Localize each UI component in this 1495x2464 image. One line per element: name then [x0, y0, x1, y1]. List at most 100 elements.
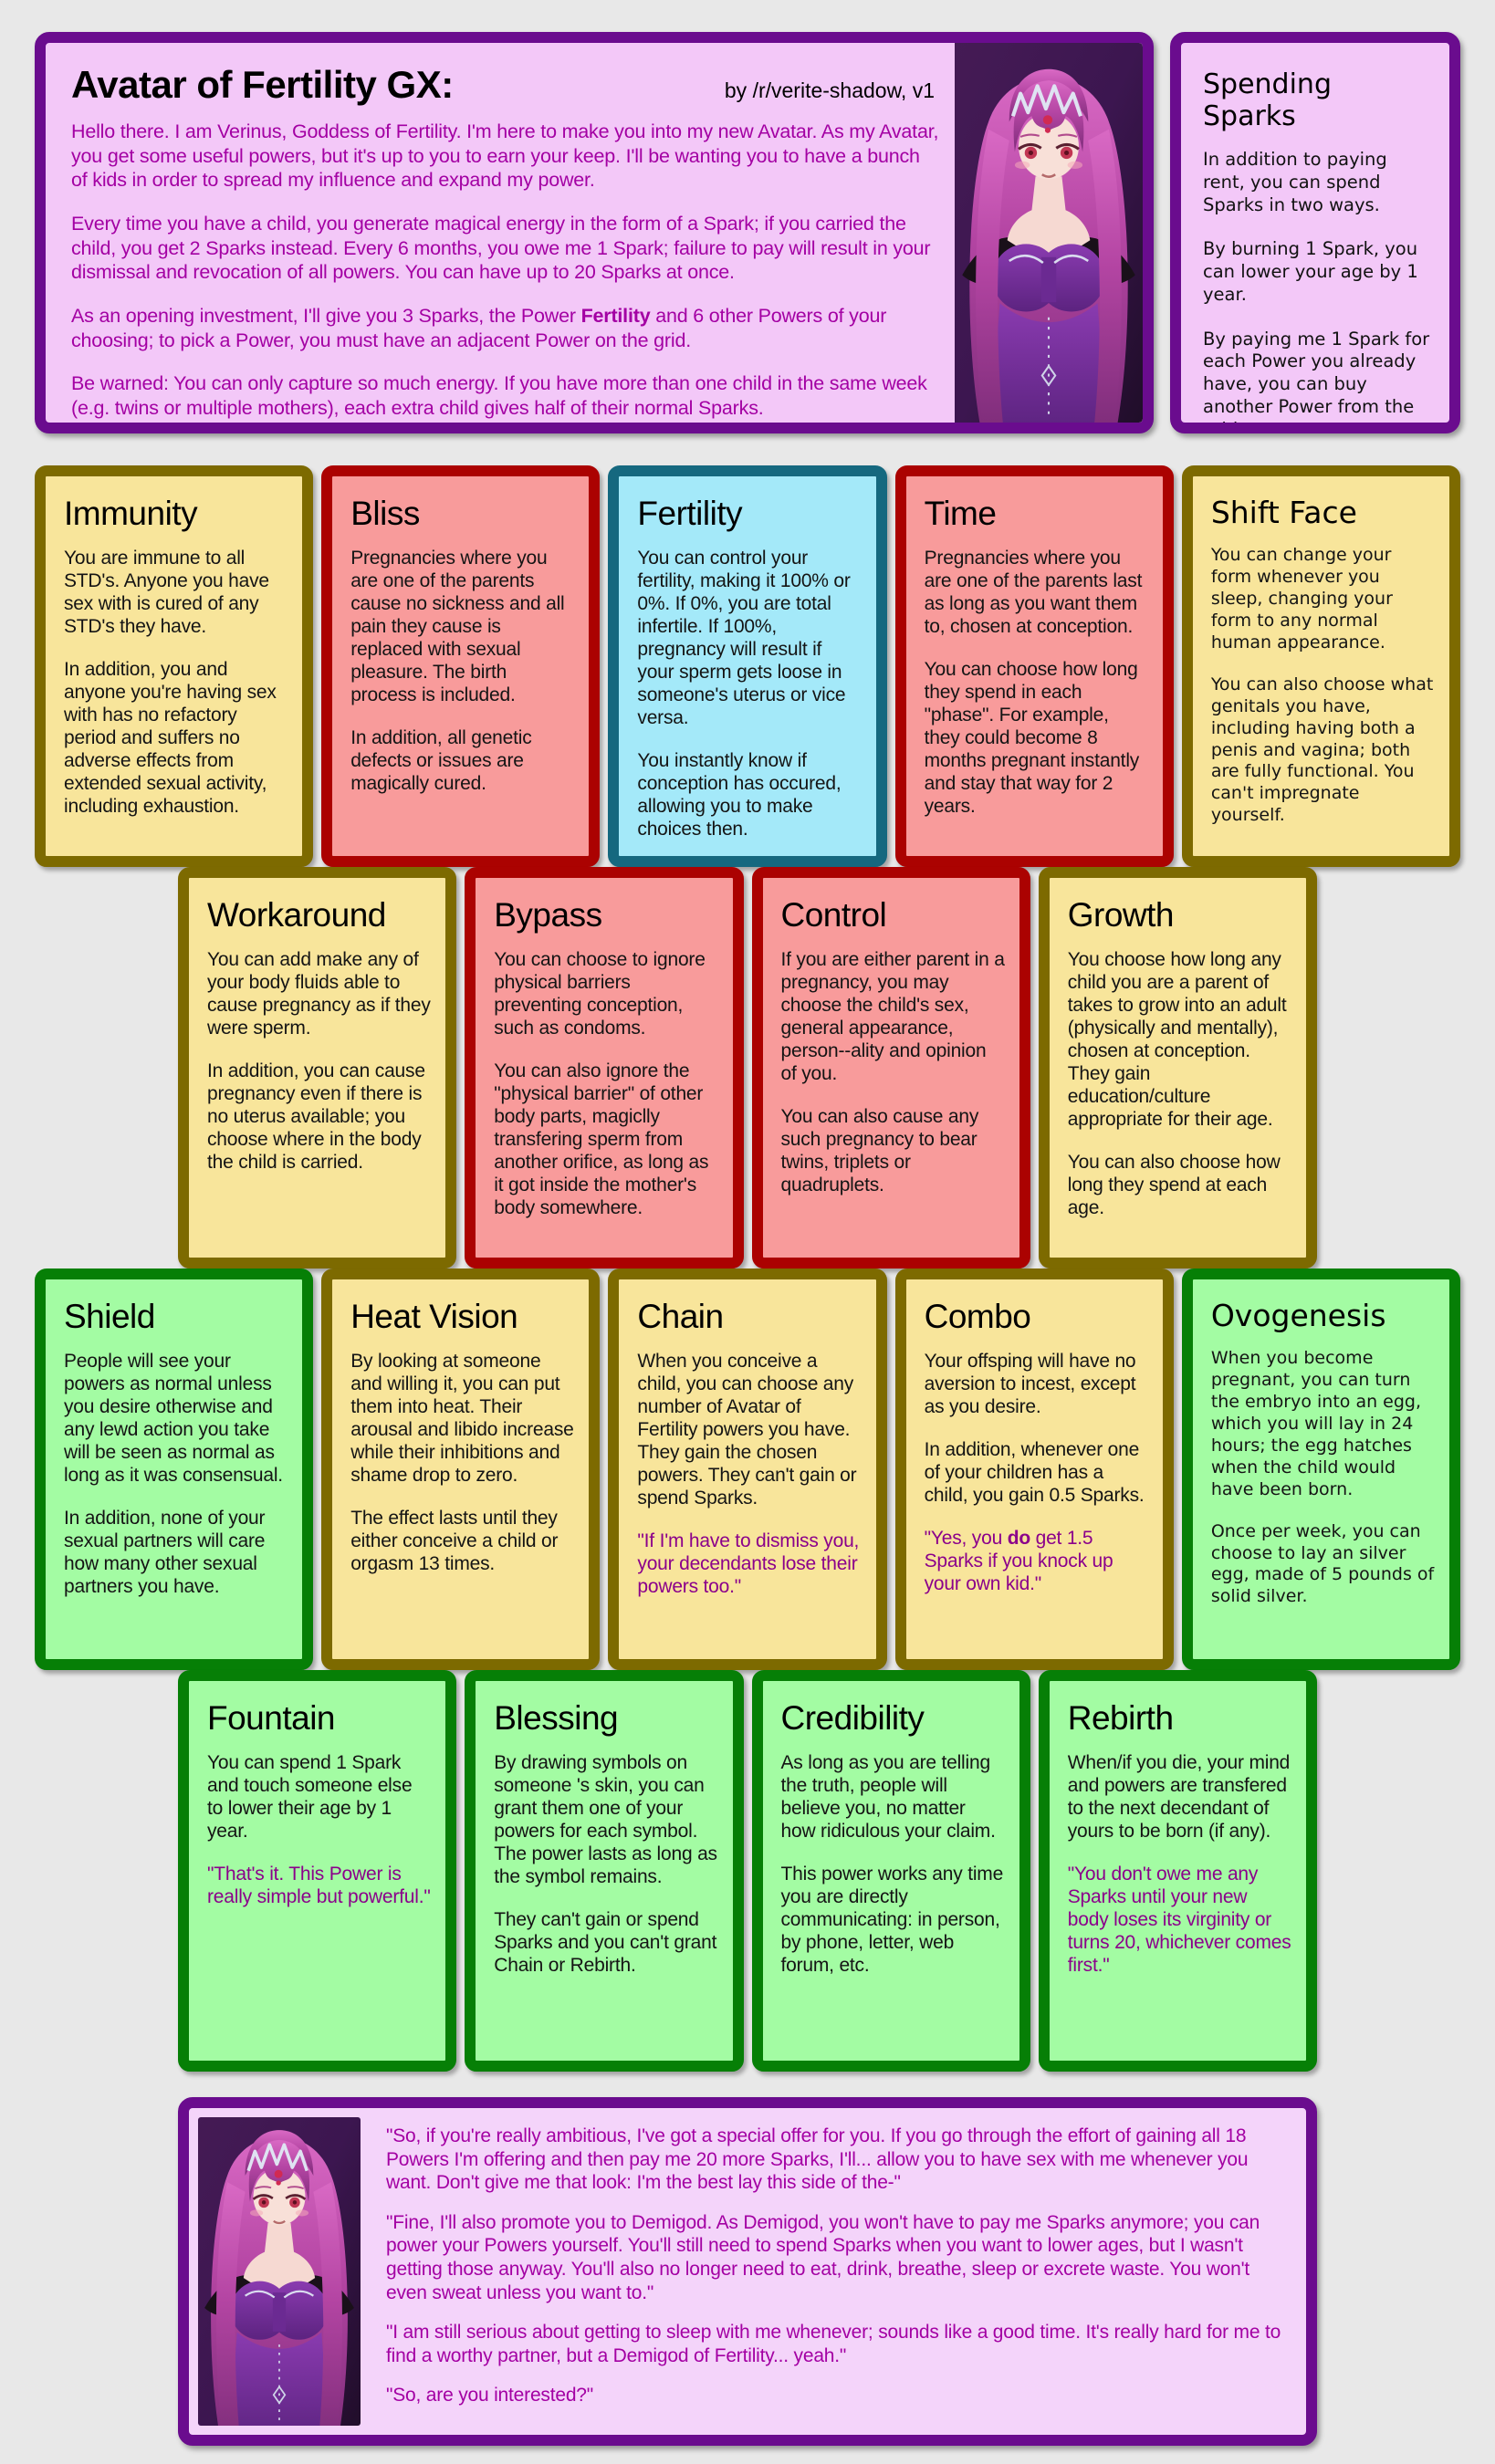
power-card-title: Blessing: [494, 1699, 619, 1737]
power-card-title: Shield: [64, 1298, 155, 1335]
power-card-workaround-paragraph: In addition, you can cause pregnancy eve…: [207, 1060, 425, 1173]
power-card-time-paragraph: Pregnancies where you are one of the par…: [924, 548, 1143, 637]
power-card-title: Shift Face: [1210, 495, 1357, 530]
spending-sparks-text-paragraph: By paying me 1 Spark for each Power you …: [1203, 328, 1430, 433]
power-card-ovogenesis-paragraph: Once per week, you can choose to lay an …: [1210, 1520, 1435, 1607]
power-card-title: Time: [924, 495, 997, 532]
power-card-heat-vision[interactable]: Heat Vision By looking at someone and wil…: [321, 1269, 601, 1670]
header-text: Avatar of Fertility GX: by /r/verite-sha…: [46, 43, 955, 423]
footer-text-paragraph: "So, are you interested?": [386, 2385, 594, 2407]
power-card-bliss-paragraph: Pregnancies where you are one of the par…: [350, 548, 565, 705]
intro-text-paragraph: Every time you have a child, you generat…: [71, 212, 931, 284]
power-card-title: Rebirth: [1067, 1699, 1174, 1737]
footer-text: "So, if you're really ambitious, I've go…: [381, 2117, 1293, 2426]
power-card-immunity-paragraph: You are immune to all STD's. Anyone you …: [64, 548, 269, 637]
power-card-control-paragraph: You can also cause any such pregnancy to…: [780, 1105, 979, 1195]
power-card-fountain-paragraph: You can spend 1 Spark and touch someone …: [207, 1752, 413, 1842]
power-card-title: Credibility: [780, 1699, 925, 1737]
power-card-title: Bliss: [350, 495, 420, 532]
power-card-bypass-paragraph: You can also ignore the "physical barrie…: [494, 1060, 709, 1218]
power-card-bliss-paragraph: In addition, all genetic defects or issu…: [350, 726, 532, 794]
power-card-shield-paragraph: In addition, none of your sexual partner…: [64, 1507, 266, 1597]
power-card-title: Bypass: [494, 896, 602, 934]
title-row: Avatar of Fertility GX: by /r/verite-sha…: [71, 56, 940, 120]
power-card-workaround-paragraph: You can add make any of your body fluids…: [207, 949, 431, 1039]
power-card-blessing[interactable]: Blessing By drawing symbols on someone 's…: [465, 1670, 744, 2072]
footer-text-paragraph: "Fine, I'll also promote you to Demigod.…: [386, 2211, 1260, 2303]
footer-text-paragraph: "I am still serious about getting to sle…: [386, 2322, 1281, 2366]
top-section: Avatar of Fertility GX: by /r/verite-sha…: [35, 32, 1460, 433]
power-card-blessing-paragraph: By drawing symbols on someone 's skin, y…: [494, 1752, 717, 1887]
intro-text-paragraph: Hello there. I am Verinus, Goddess of Fe…: [71, 120, 939, 192]
power-card-quote: "You don't owe me any Sparks until your …: [1067, 1863, 1291, 1976]
power-card-immunity-paragraph: In addition, you and anyone you're havin…: [64, 658, 277, 817]
power-card-title: Fertility: [637, 495, 743, 532]
power-card-bypass-paragraph: You can choose to ignore physical barrie…: [494, 949, 706, 1039]
power-card-title: Workaround: [207, 896, 386, 934]
footer-panel: "So, if you're really ambitious, I've go…: [178, 2097, 1317, 2446]
power-card-ovogenesis-paragraph: When you become pregnant, you can turn t…: [1210, 1348, 1422, 1499]
power-card-growth-paragraph: You can also choose how long they spend …: [1067, 1151, 1281, 1218]
page-title: Avatar of Fertility GX:: [71, 63, 454, 106]
power-card-control-paragraph: If you are either parent in a pregnancy,…: [780, 949, 1005, 1084]
power-card-title: Growth: [1067, 896, 1175, 934]
power-card-credibility-paragraph: As long as you are telling the truth, pe…: [780, 1752, 996, 1842]
power-card-title: Chain: [637, 1298, 724, 1335]
intro-text: Hello there. I am Verinus, Goddess of Fe…: [71, 120, 940, 421]
power-card-title: Heat Vision: [350, 1298, 518, 1335]
power-card-combo-paragraph: In addition, whenever one of your childr…: [924, 1438, 1145, 1506]
spending-sparks-text: In addition to paying rent, you can spen…: [1203, 149, 1433, 433]
power-card-control[interactable]: Control If you are either parent in a pre…: [751, 867, 1030, 1269]
spending-sparks-title: Spending Sparks: [1203, 68, 1332, 132]
power-card-combo-paragraph: Your offsping will have no aversion to i…: [924, 1351, 1136, 1417]
goddess-portrait-footer: [198, 2117, 361, 2426]
goddess-portrait: [955, 43, 1143, 423]
power-card-shift-face-paragraph: You can also choose what genitals you ha…: [1210, 673, 1434, 826]
footer-text-paragraph: "So, if you're really ambitious, I've go…: [386, 2125, 1249, 2194]
power-card-fertility-paragraph: You instantly know if conception has occ…: [637, 749, 842, 840]
spending-sparks-text-paragraph: By burning 1 Spark, you can lower your a…: [1203, 238, 1418, 305]
power-card-quote: "If I'm have to dismiss you, your decend…: [637, 1530, 860, 1597]
intro-text-paragraph: As an opening investment, I'll give you …: [71, 304, 887, 351]
power-card-growth-paragraph: You choose how long any child you are a …: [1067, 949, 1287, 1130]
intro-text-paragraph: Be warned: You can only capture so much …: [71, 372, 927, 419]
power-card-credibility[interactable]: Credibility As long as you are telling th…: [751, 1670, 1030, 2072]
power-card-heat-vision-paragraph: By looking at someone and willing it, yo…: [350, 1351, 574, 1486]
power-card-title: Immunity: [64, 495, 198, 532]
power-card-time-paragraph: You can choose how long they spend in ea…: [924, 658, 1140, 817]
header-panel: Avatar of Fertility GX: by /r/verite-sha…: [35, 32, 1154, 433]
power-card-title: Control: [780, 896, 887, 934]
power-card-fertility-paragraph: You can control your fertility, making i…: [637, 548, 851, 728]
power-card-chain-paragraph: When you conceive a child, you can choos…: [637, 1351, 857, 1509]
power-card-heat-vision-paragraph: The effect lasts until they either conce…: [350, 1507, 559, 1574]
spending-sparks-panel: Spending Sparks In addition to paying re…: [1170, 32, 1460, 433]
power-card-shield-paragraph: People will see your powers as normal un…: [64, 1351, 283, 1486]
byline: by /r/verite-shadow, v1: [724, 78, 935, 102]
power-card-quote: "That's it. This Power is really simple …: [207, 1863, 431, 1907]
spending-sparks-text-paragraph: In addition to paying rent, you can spen…: [1203, 149, 1387, 215]
power-card-credibility-paragraph: This power works any time you are direct…: [780, 1863, 1004, 1976]
power-card-blessing-paragraph: They can't gain or spend Sparks and you …: [494, 1908, 717, 1976]
power-card-title: Combo: [924, 1298, 1031, 1335]
power-card-title: Fountain: [207, 1699, 336, 1737]
